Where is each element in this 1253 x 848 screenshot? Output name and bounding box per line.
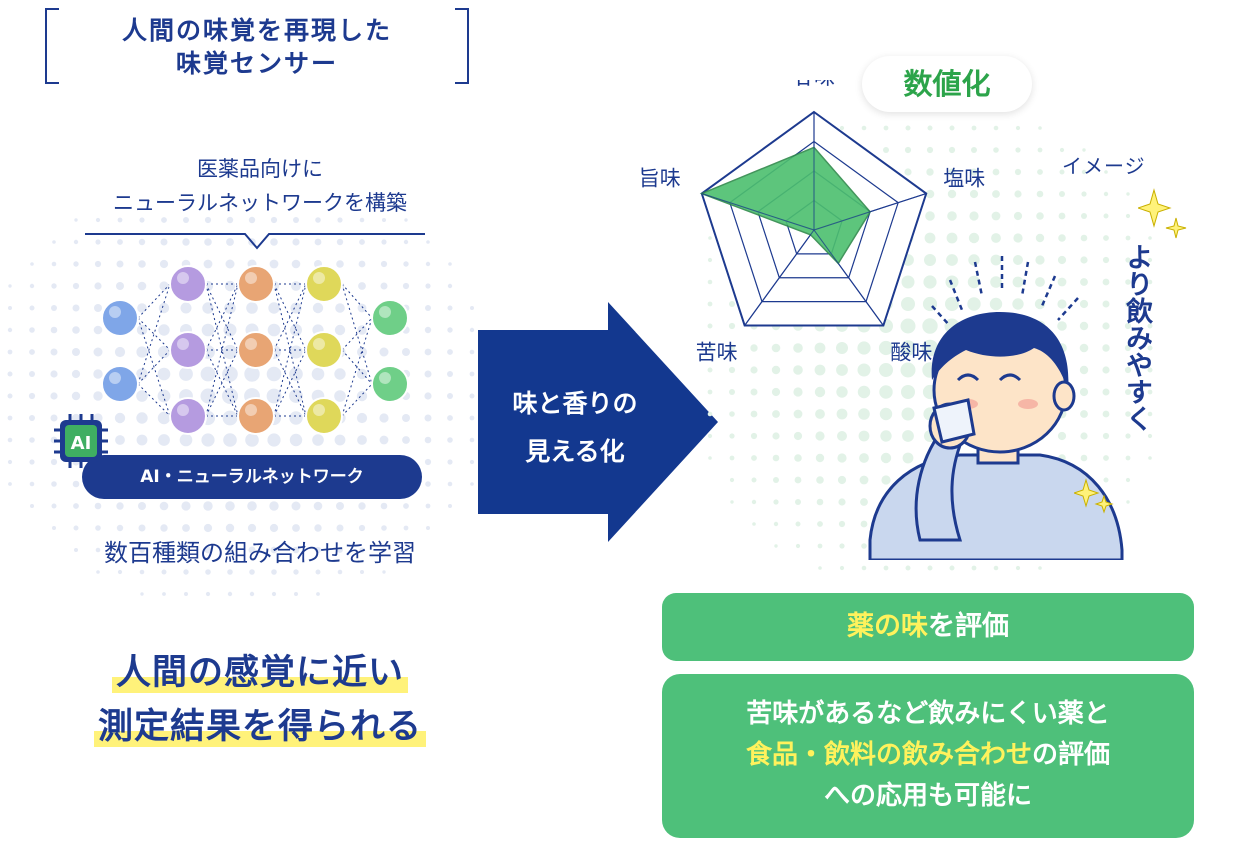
nn-node-shine xyxy=(177,404,189,416)
title-line-1: 人間の味覚を再現した xyxy=(121,16,392,45)
sparkle-icon xyxy=(1138,188,1187,239)
title-box: 人間の味覚を再現した 味覚センサー xyxy=(45,8,469,84)
result-text: 人間の感覚に近い 測定結果を得られる xyxy=(40,646,480,754)
neural-network-diagram xyxy=(101,265,409,435)
radar-data-polygon xyxy=(699,146,872,265)
arrow-text-line-2: 見える化 xyxy=(525,437,625,466)
title-line-2: 味覚センサー xyxy=(175,49,338,78)
nn-node-shine xyxy=(245,272,257,284)
nn-node xyxy=(101,299,139,337)
app-line-2-highlight: 食品・飲料の飲み合わせ xyxy=(745,740,1032,770)
nn-node-shine xyxy=(313,338,325,350)
eval-rest: を評価 xyxy=(928,611,1009,642)
nn-node xyxy=(237,397,275,435)
nn-connection xyxy=(341,317,373,351)
nn-node xyxy=(237,265,275,303)
nn-connection xyxy=(205,349,239,417)
radar-axis-label: 酸味 xyxy=(890,340,932,364)
nn-node xyxy=(101,365,139,403)
radar-axis-label: 旨味 xyxy=(639,167,681,191)
evaluate-taste-box: 薬の味を評価 xyxy=(662,593,1194,661)
nn-node-shine xyxy=(379,306,391,318)
result-line-1: 人間の感覚に近い xyxy=(111,653,408,693)
bracket-left xyxy=(45,8,59,84)
nn-connection xyxy=(205,283,239,351)
nn-connection xyxy=(137,283,171,319)
big-arrow-icon xyxy=(478,302,718,542)
radar-axis-labels: 甘味塩味酸味 苦味 旨味 xyxy=(639,80,985,364)
nn-connection xyxy=(137,317,171,417)
nn-node xyxy=(169,397,207,435)
app-line-1: 苦味があるなど飲みにくい薬と xyxy=(746,699,1110,729)
nn-connection xyxy=(273,349,307,417)
eval-highlight: 薬の味 xyxy=(847,611,928,642)
nn-node-shine xyxy=(177,272,189,284)
page-title: 人間の味覚を再現した 味覚センサー xyxy=(45,14,469,80)
nn-node-shine xyxy=(245,404,257,416)
nn-connection xyxy=(341,383,373,417)
result-line-2: 測定結果を得られる xyxy=(93,707,426,747)
nn-node-shine xyxy=(313,404,325,416)
nn-node-shine xyxy=(177,338,189,350)
bracket-right xyxy=(455,8,469,84)
learn-text: 数百種類の組み合わせを学習 xyxy=(104,539,416,567)
nn-caption-line-2: ニューラルネットワークを構築 xyxy=(113,191,407,215)
nn-node xyxy=(305,265,343,303)
radar-axis-label: 塩味 xyxy=(943,167,985,191)
ai-chip-icon: AI xyxy=(54,414,108,468)
radar-axis-label: 甘味 xyxy=(793,80,835,89)
nn-node-shine xyxy=(245,338,257,350)
nn-node xyxy=(169,265,207,303)
nn-node-shine xyxy=(379,372,391,384)
nn-node xyxy=(371,299,409,337)
app-line-2-rest: の評価 xyxy=(1032,740,1111,770)
nn-connection xyxy=(341,283,373,319)
emphasis-lines xyxy=(931,256,1079,327)
nn-node xyxy=(237,331,275,369)
ai-neural-network-bar: AI・ニューラルネットワーク xyxy=(82,455,422,499)
nn-caption-line-1: 医薬品向けに xyxy=(197,157,323,181)
ai-chip-label: AI xyxy=(71,433,92,454)
nn-node-shine xyxy=(109,372,121,384)
app-line-3: への応用も可能に xyxy=(823,781,1032,811)
nn-node-shine xyxy=(109,306,121,318)
image-label: イメージ xyxy=(1062,154,1146,178)
radar-spoke-overlay xyxy=(744,229,815,326)
arrow-text: 味と香りの 見える化 xyxy=(485,380,665,476)
quantify-badge: 数値化 xyxy=(862,56,1032,112)
application-box: 苦味があるなど飲みにくい薬と 食品・飲料の飲み合わせの評価 への応用も可能に xyxy=(662,674,1194,838)
nn-connections xyxy=(137,283,373,417)
caption-bracket-line xyxy=(85,233,425,250)
person-drinking-illustration xyxy=(868,256,1124,560)
arrow-text-line-1: 味と香りの xyxy=(512,389,638,418)
nn-connection xyxy=(341,317,373,417)
radar-spoke-overlay xyxy=(813,229,884,326)
nn-caption: 医薬品向けに ニューラルネットワークを構築 xyxy=(60,152,460,220)
radar-spoke-overlay xyxy=(813,193,927,231)
nn-node xyxy=(305,397,343,435)
nn-node xyxy=(169,331,207,369)
nn-node xyxy=(371,365,409,403)
radar-spoke-overlay xyxy=(701,193,815,231)
sparkle-icon-small xyxy=(1074,478,1114,514)
taste-radar-chart: 甘味塩味酸味 苦味 旨味 xyxy=(639,80,985,364)
radar-axis-label: 苦味 xyxy=(696,340,738,364)
nn-connection xyxy=(273,283,307,351)
easier-to-drink-text: より飲みやすく xyxy=(1121,243,1152,432)
nn-node xyxy=(305,331,343,369)
nn-node-shine xyxy=(313,272,325,284)
